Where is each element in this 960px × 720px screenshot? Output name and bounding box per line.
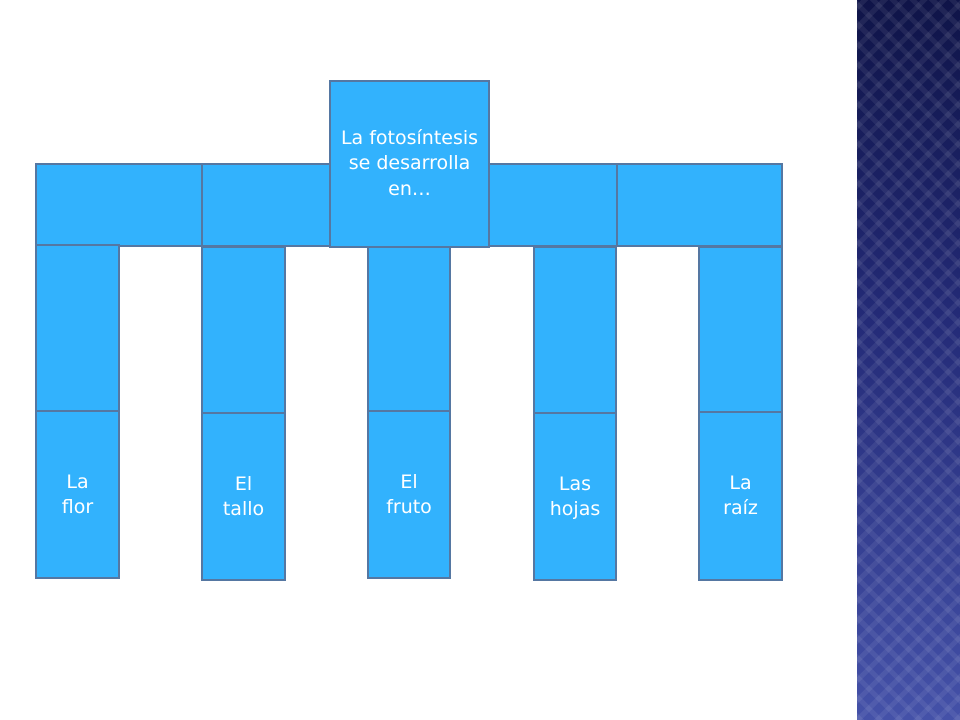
diagram-title: La fotosíntesis se desarrolla en… — [340, 127, 479, 200]
column-upper-5 — [698, 246, 783, 414]
column-upper-3 — [367, 246, 451, 414]
part-box-tallo: El tallo — [201, 412, 286, 581]
decorative-side-panel — [857, 0, 960, 720]
bar-segment-1 — [35, 163, 203, 247]
part-label-flor: La flor — [61, 470, 94, 518]
part-label-hojas: Las hojas — [549, 472, 601, 520]
part-label-raiz: La raíz — [723, 472, 758, 519]
part-box-hojas: Las hojas — [533, 412, 617, 581]
bar-segment-4 — [616, 163, 783, 247]
column-upper-4 — [533, 246, 617, 416]
central-title-box: La fotosíntesis se desarrolla en… — [329, 80, 490, 248]
column-upper-1 — [35, 244, 120, 414]
part-box-flor: La flor — [35, 410, 120, 579]
part-box-raiz: La raíz — [698, 411, 783, 581]
part-label-fruto: El fruto — [386, 470, 432, 518]
part-label-tallo: El tallo — [222, 472, 265, 520]
part-box-fruto: El fruto — [367, 410, 451, 579]
column-upper-2 — [201, 246, 286, 416]
